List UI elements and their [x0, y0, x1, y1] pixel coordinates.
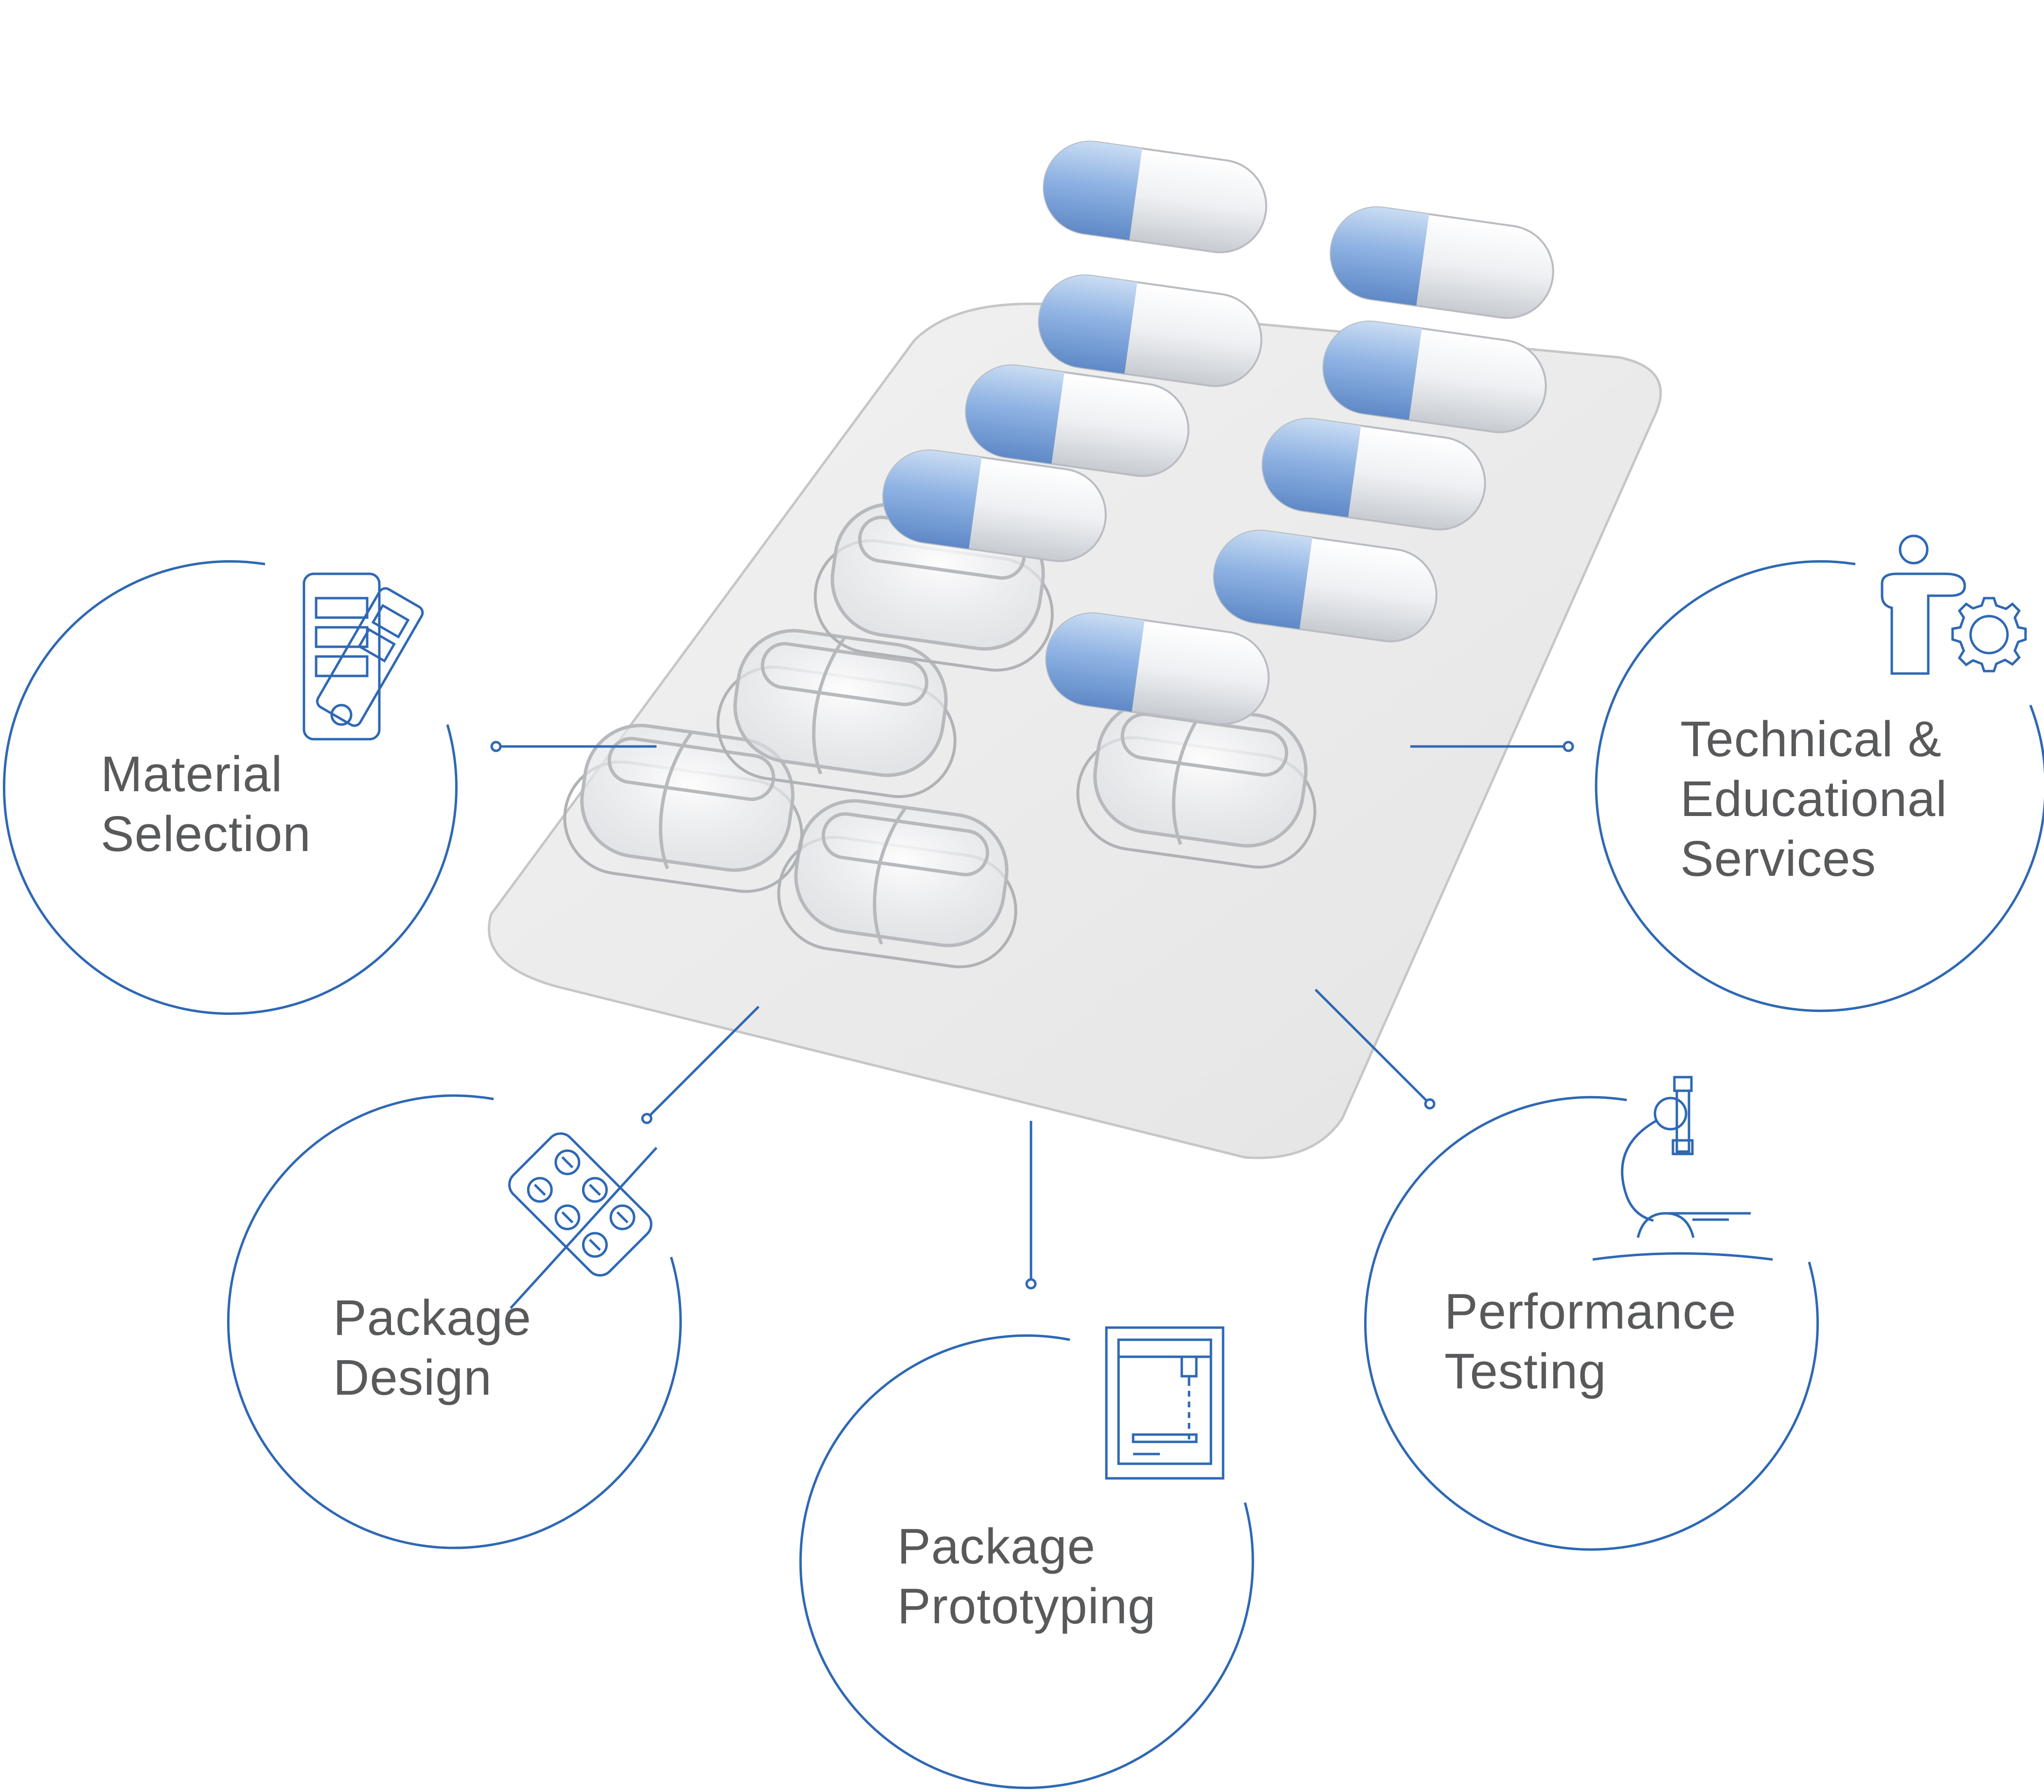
capsule — [1330, 206, 1554, 319]
microscope-icon — [1592, 1076, 1773, 1261]
blister-pack-image — [488, 141, 1662, 1159]
capsule — [1045, 612, 1270, 725]
connector-testing — [1315, 989, 1436, 1110]
capsule — [1322, 320, 1547, 433]
connector-design — [641, 1006, 760, 1124]
service-label-technical: Technical & Educational Services — [1680, 711, 1948, 887]
3d-printer-icon — [1105, 1326, 1225, 1480]
circle-material — [2, 560, 458, 1015]
person-gear-icon — [1881, 534, 2027, 675]
empty-blister-bubbles — [563, 502, 1316, 969]
service-label-design: Package Design — [333, 1290, 532, 1405]
circle-technical — [1595, 560, 2044, 1012]
connectors — [490, 741, 1574, 1290]
color-swatch-icon — [302, 572, 424, 741]
capsule — [1043, 141, 1267, 253]
capsules — [882, 141, 1554, 725]
connector-technical — [1410, 741, 1574, 752]
capsule — [1262, 418, 1486, 531]
connector-prototyping — [1025, 1121, 1037, 1290]
circle-testing — [1364, 1096, 1819, 1551]
capsule — [882, 449, 1107, 562]
circle-design — [227, 1094, 682, 1549]
service-label-testing: Performance Testing — [1444, 1283, 1737, 1399]
capsule — [1038, 274, 1262, 387]
service-label-prototyping: Package Prototyping — [897, 1518, 1156, 1634]
capsule — [965, 364, 1190, 477]
capsule — [1213, 530, 1438, 642]
service-label-material: Material Selection — [101, 746, 311, 862]
circle-prototyping — [799, 1334, 1254, 1789]
connector-material — [490, 741, 657, 752]
blister-pack-icon — [508, 1132, 658, 1309]
